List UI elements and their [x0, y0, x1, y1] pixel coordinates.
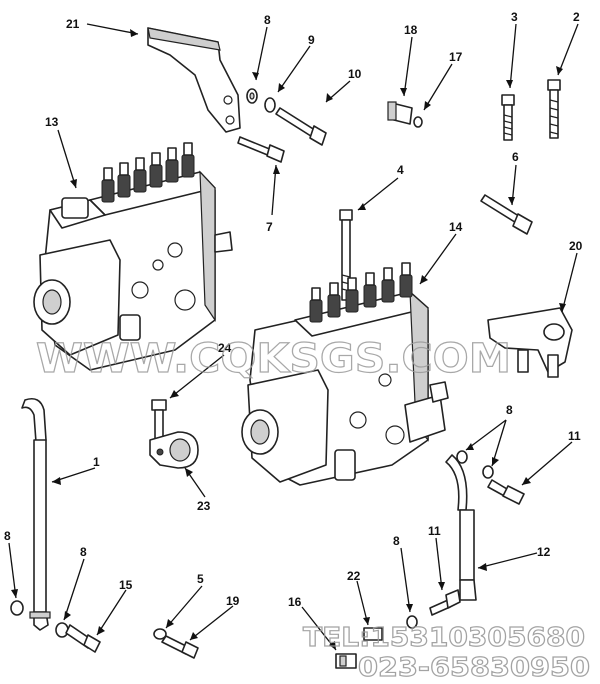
callout-10: 10 [348, 67, 362, 81]
callout-18: 18 [404, 23, 418, 37]
fitting-18 [387, 101, 413, 125]
callout-leaders [8, 23, 579, 651]
callout-19: 19 [226, 594, 240, 608]
callout-numbers: 21 8 9 10 18 17 3 2 13 7 4 6 14 20 24 23… [4, 10, 583, 609]
washer-8-bottom-right [406, 615, 418, 629]
clamp-bolt-24 [151, 399, 167, 441]
callout-15: 15 [119, 578, 133, 592]
bracket-21 [147, 27, 241, 133]
washer-8-top [246, 88, 258, 104]
bracket-20 [487, 307, 573, 378]
seal-17 [413, 116, 423, 128]
bolt-10 [275, 107, 327, 146]
washer-8-bottom-mid [55, 622, 69, 638]
washer-9 [264, 97, 276, 113]
bolt-3 [501, 94, 515, 141]
callout-22: 22 [347, 569, 361, 583]
callout-12: 12 [537, 545, 551, 559]
callout-16: 16 [288, 595, 302, 609]
bolt-2 [547, 79, 561, 139]
watermark-phone2: 023-65830950 [358, 653, 590, 683]
washers-8-right [456, 450, 494, 479]
bolt-19 [161, 635, 199, 659]
fuel-pump-left [33, 142, 233, 371]
watermark-phone: TEL:15310305680 [303, 623, 585, 653]
callout-20: 20 [569, 239, 583, 253]
callout-8: 8 [264, 13, 271, 27]
callout-11-bottom: 11 [428, 524, 441, 538]
fitting-22 [363, 627, 383, 641]
banjo-bolt-15 [65, 624, 101, 653]
callout-11-right: 11 [568, 429, 581, 443]
callout-6: 6 [512, 150, 519, 164]
callout-8-bottom: 8 [393, 534, 400, 548]
injector-outlets-right [309, 262, 413, 323]
callout-5: 5 [197, 572, 204, 586]
callout-8-left: 8 [4, 529, 11, 543]
tube-1 [21, 397, 51, 631]
banjo-bolt-11-bottom [429, 589, 461, 616]
callout-8-right: 8 [506, 403, 513, 417]
watermark-site: WWW.CQKSGS.COM [36, 336, 511, 382]
fuel-pump-right [241, 262, 449, 486]
callout-9: 9 [308, 33, 315, 47]
washer-5 [153, 628, 167, 640]
callout-1: 1 [93, 455, 100, 469]
callout-21: 21 [66, 17, 80, 31]
banjo-bolt-11-right [487, 479, 525, 505]
callout-23: 23 [197, 499, 211, 513]
callout-4: 4 [397, 163, 404, 177]
callout-17: 17 [449, 50, 463, 64]
callout-14: 14 [449, 220, 463, 234]
clamp-23 [149, 431, 199, 469]
callout-3: 3 [511, 10, 518, 24]
callout-8-left-mid: 8 [80, 545, 87, 559]
watermark: WWW.CQKSGS.COM TEL:15310305680 023-65830… [35, 335, 590, 683]
injector-outlets-left [101, 142, 195, 203]
bolt-7 [237, 136, 285, 163]
fitting-16 [335, 653, 357, 669]
callout-7: 7 [266, 220, 273, 234]
callout-13: 13 [45, 115, 59, 129]
callout-24: 24 [218, 341, 232, 355]
washer-8-bottom-left [10, 600, 24, 616]
tube-12 [445, 454, 477, 601]
callout-2: 2 [573, 10, 580, 24]
bolt-6 [480, 194, 533, 235]
